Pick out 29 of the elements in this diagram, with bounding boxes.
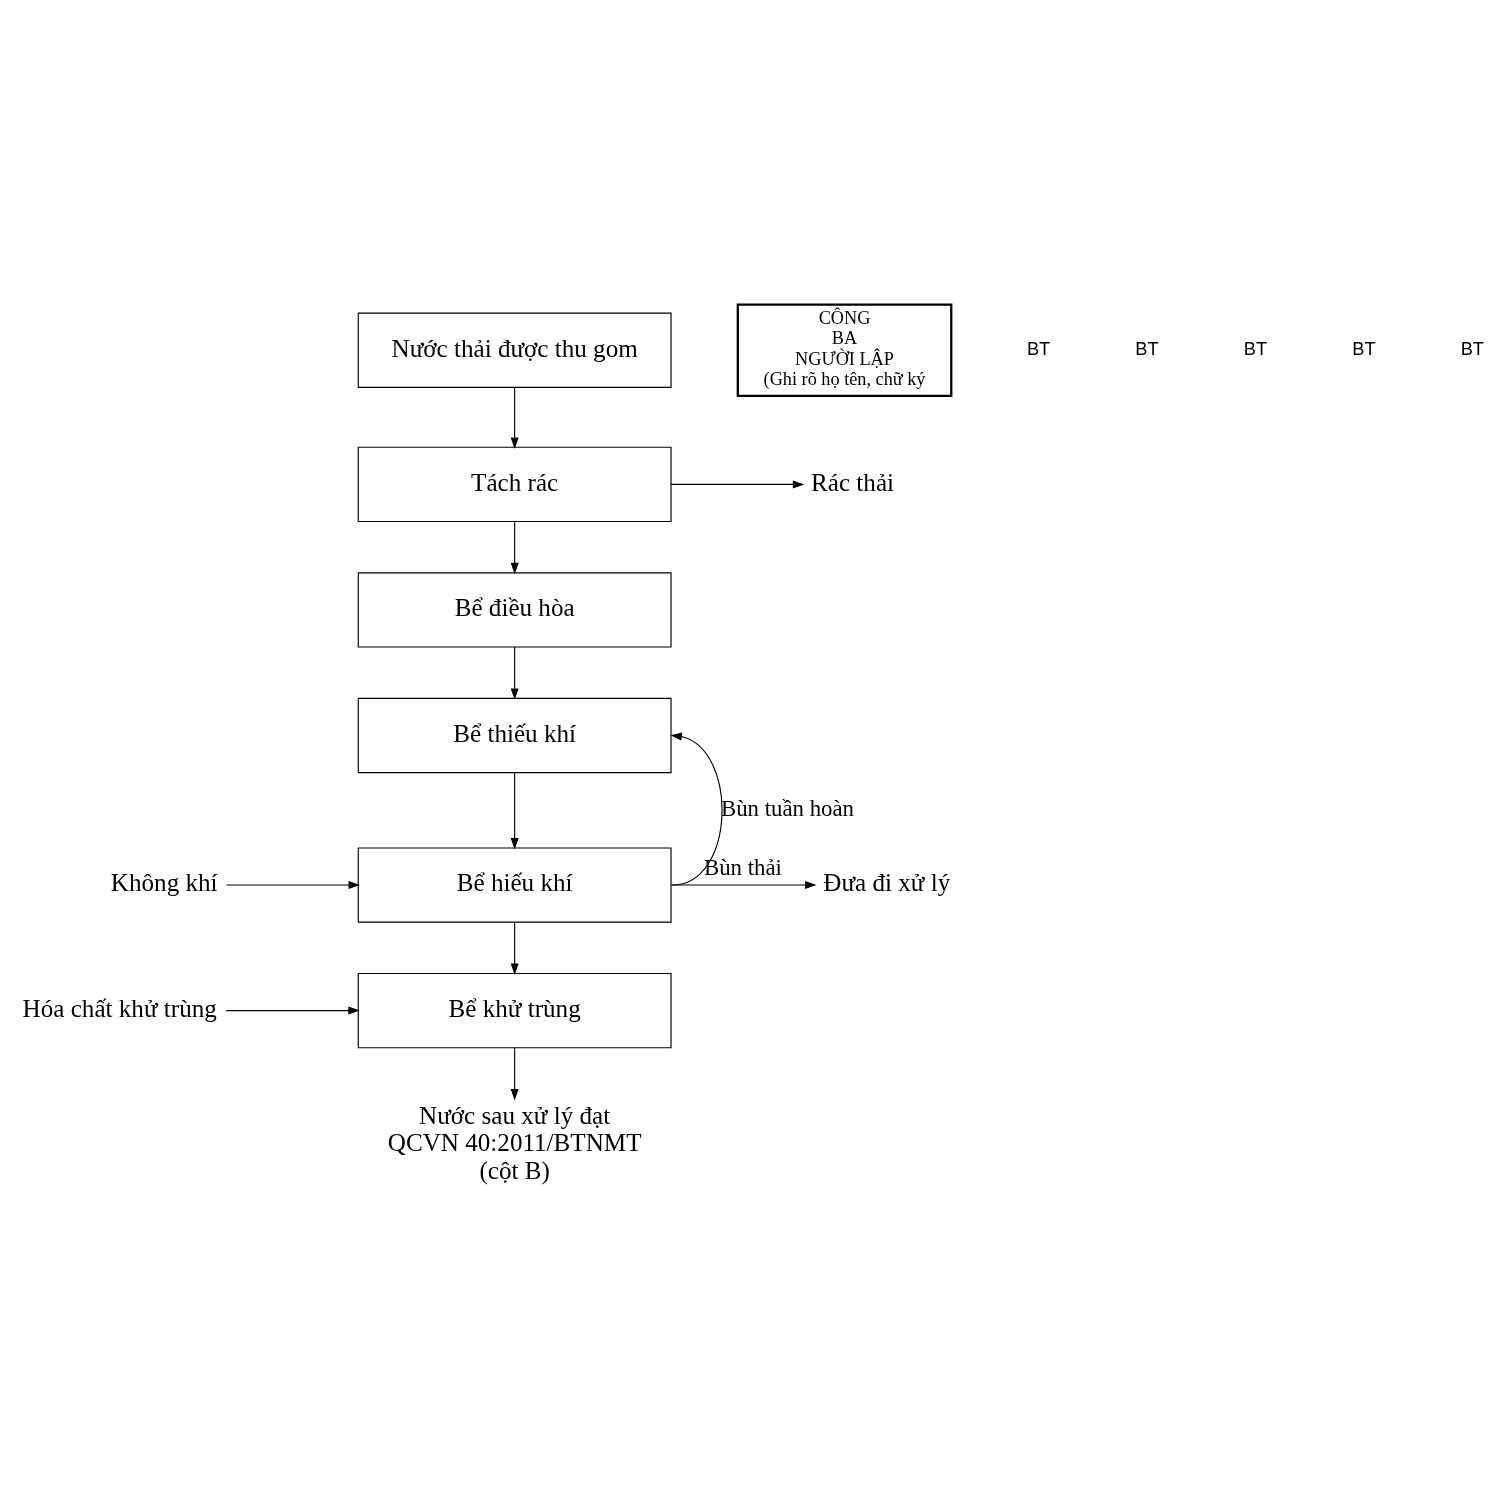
arrow (225, 1006, 360, 1015)
arrow (510, 921, 519, 975)
node-box: Bể khử trùng (357, 972, 672, 1049)
arrow (510, 772, 519, 850)
node-box: CÔNG BA NGƯỜI LẬP (Ghi rõ họ tên, chữ ký (736, 303, 952, 398)
node-text: Rác thải (810, 468, 894, 496)
arrow (510, 1047, 519, 1101)
node-box: Bể hiếu khí (357, 847, 672, 923)
arrow (225, 881, 360, 890)
arrow (669, 732, 722, 886)
arrow (510, 520, 519, 575)
arrow (510, 386, 519, 449)
label: BT (1351, 337, 1376, 359)
edge-label: Bùn thải (703, 854, 782, 880)
node-box: Bể điều hòa (357, 572, 672, 648)
node-text: Đưa đi xử lý (822, 869, 950, 897)
arrow (670, 881, 816, 890)
node-box: Nước thải được thu gom (357, 312, 672, 388)
label: BT (1134, 337, 1159, 359)
label: BT (1243, 337, 1267, 359)
node-text: Hóa chất khử trùng (22, 994, 217, 1022)
label: BT (1460, 337, 1484, 359)
node-text: Không khí (110, 869, 218, 897)
node-text: Nước sau xử lý đạt QCVN 40:2011/BTNMT (cột B) (387, 1101, 641, 1184)
label: BT (1026, 337, 1050, 359)
node-box: Bể thiếu khí (357, 697, 672, 774)
arrow (669, 480, 804, 489)
node-box: Tách rác (357, 446, 672, 523)
arrow (510, 646, 519, 700)
